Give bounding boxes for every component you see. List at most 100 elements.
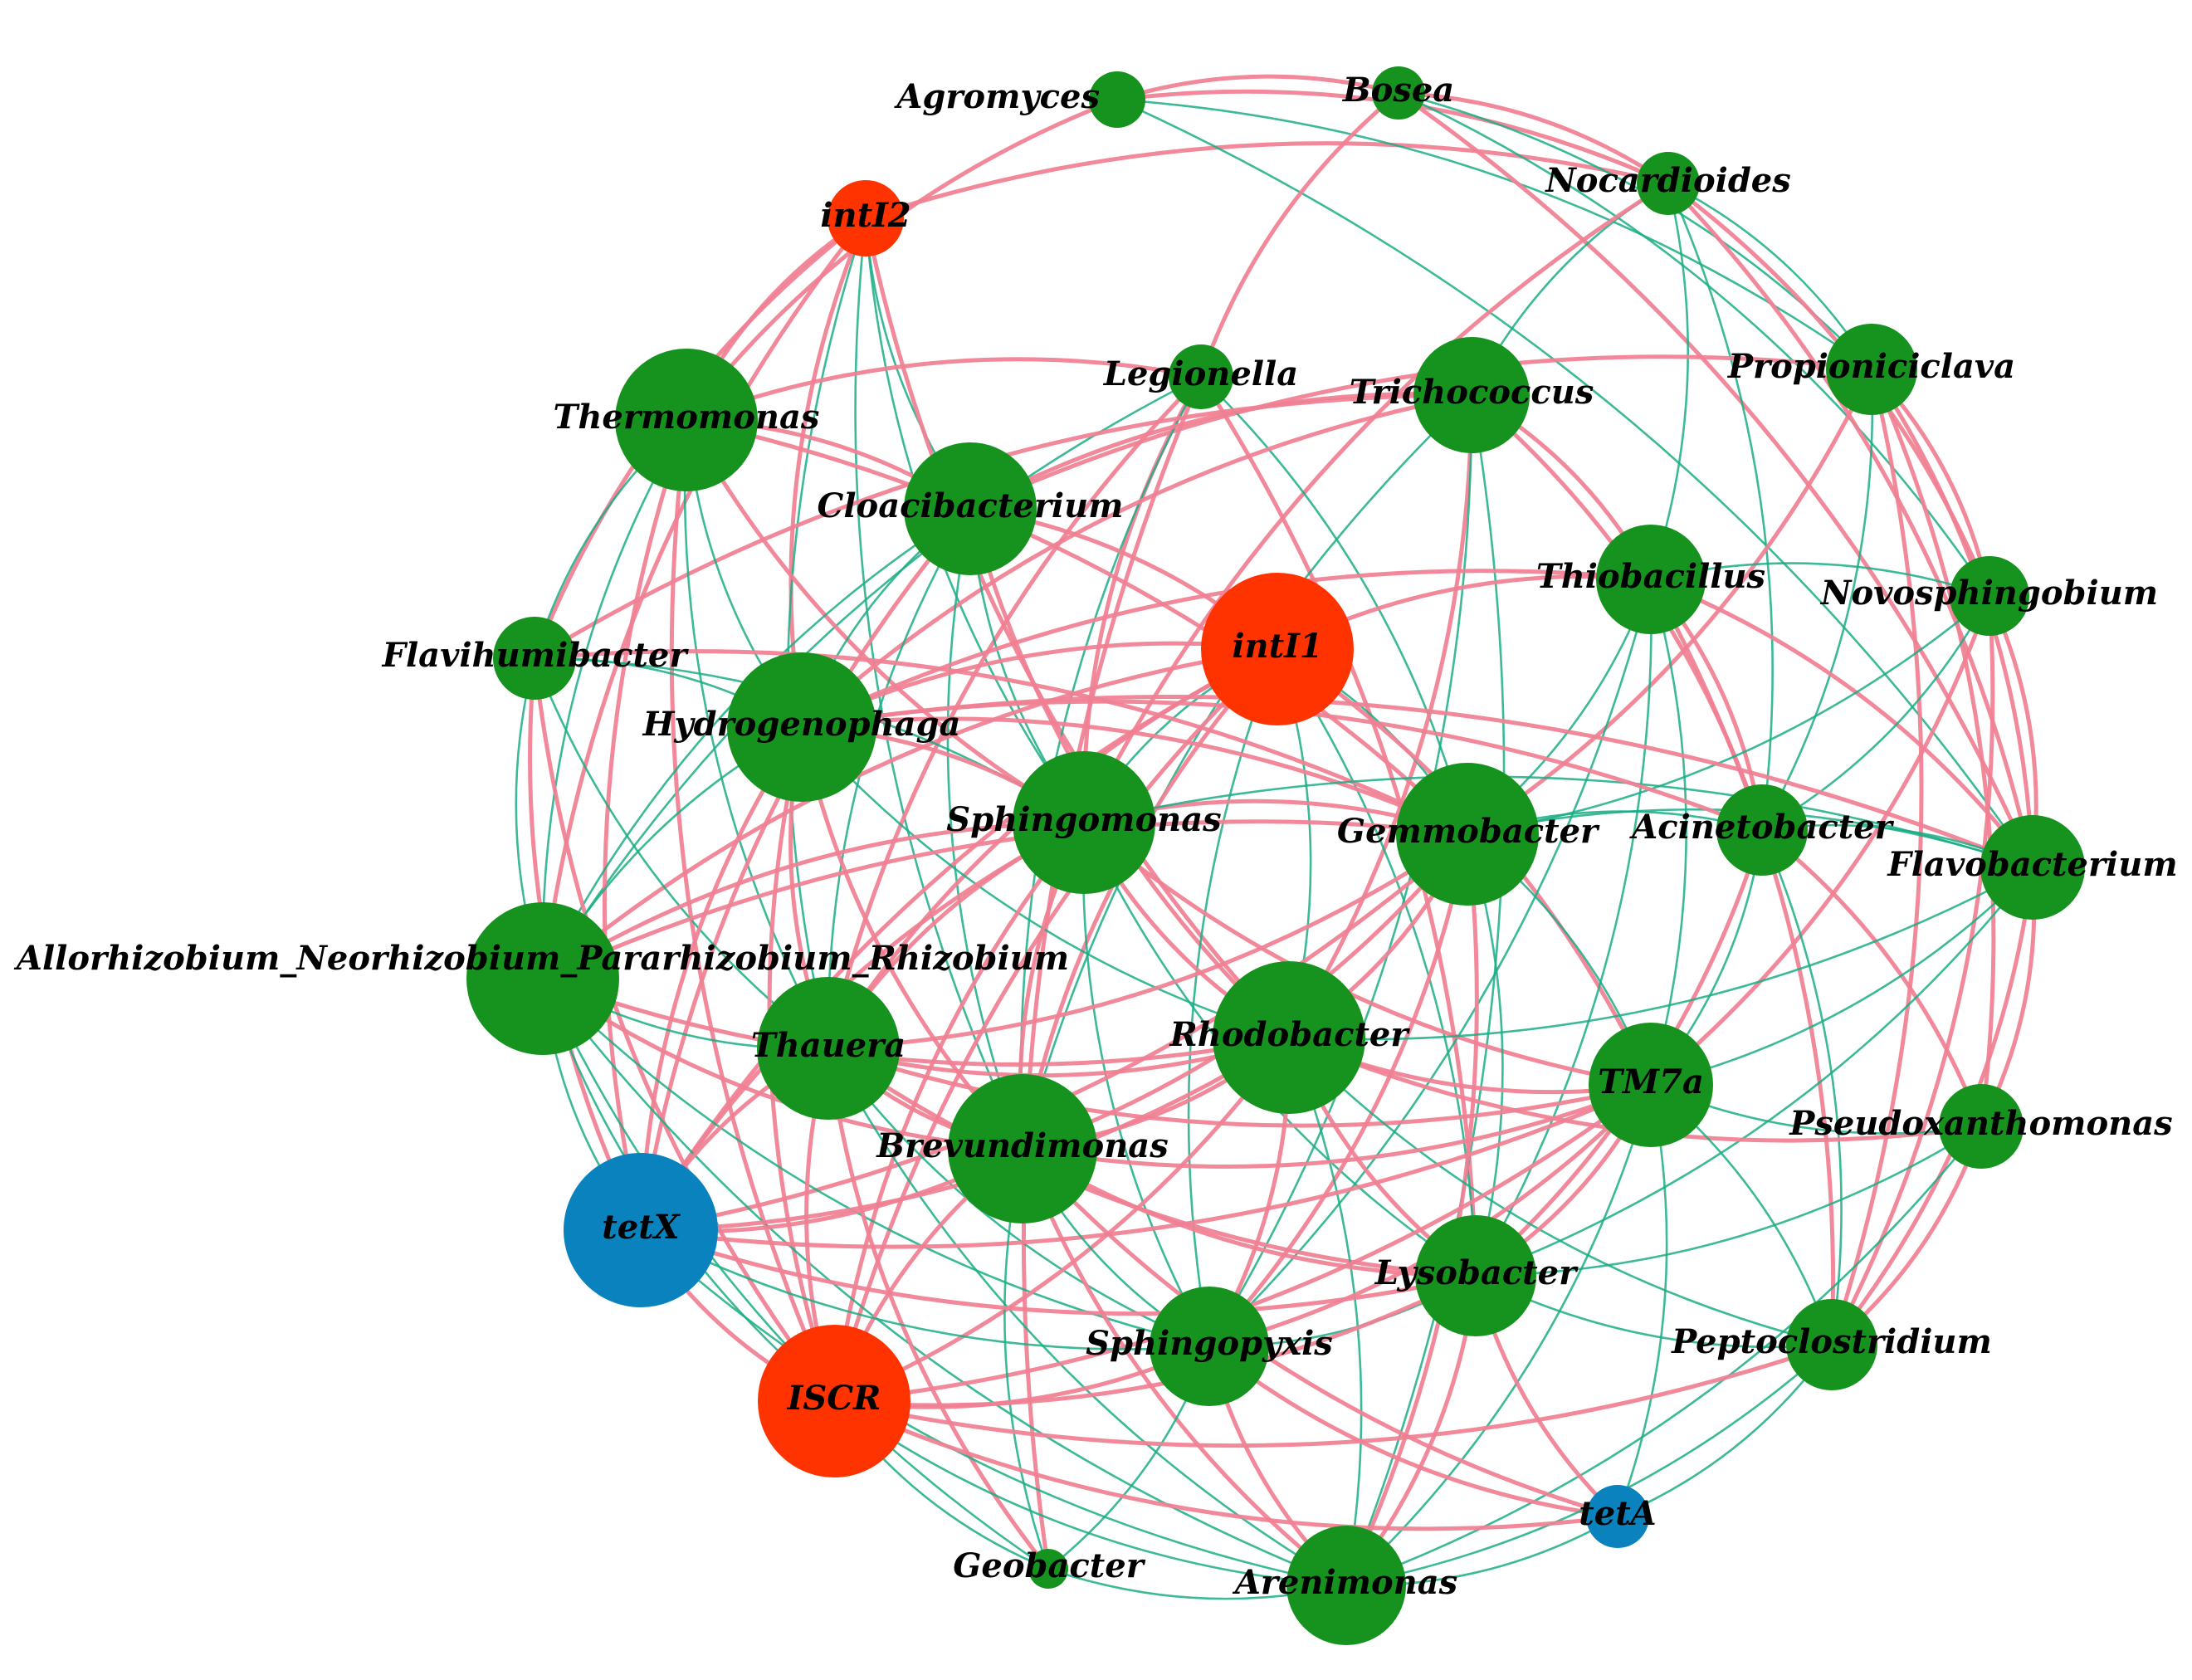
edge-pseudoxanthomonas-arenimonas: [1345, 1126, 1983, 1587]
edge-propioniciclava-peptoclostridium: [1829, 369, 1924, 1345]
edge-sphingomonas-sphingopyxis: [1081, 822, 1211, 1347]
edge-tm7a-arenimonas: [1345, 1084, 1653, 1586]
edge-sphingomonas-flavobacterium: [1083, 775, 2033, 869]
edge-novosphingobium-gemmobacter: [1467, 595, 1990, 836]
node-label-sphingopyxis: Sphingopyxis: [1086, 1324, 1333, 1363]
node-peptoclostridium[interactable]: [1786, 1299, 1877, 1390]
edge-thiobacillus-lysobacter: [1474, 579, 1653, 1277]
node-acinetobacter[interactable]: [1716, 784, 1808, 876]
node-flavobacterium[interactable]: [1980, 815, 2085, 920]
edge-iscr-tetA: [832, 1399, 1618, 1531]
node-lysobacter[interactable]: [1415, 1215, 1536, 1336]
node-label-legionella: Legionella: [1103, 354, 1298, 393]
edge-legionella-thermomonas: [686, 357, 1202, 422]
node-label-peptoclostridium: Peptoclostridium: [1671, 1322, 1992, 1361]
node-label-flavihumibacter: Flavihumibacter: [382, 636, 690, 675]
node-tm7a[interactable]: [1589, 1023, 1713, 1147]
edge-intI1-lysobacter: [1276, 648, 1477, 1277]
node-intI2[interactable]: [827, 180, 904, 256]
edge-thermomonas-allorhizobium: [541, 419, 688, 979]
node-sphingomonas[interactable]: [1013, 751, 1155, 894]
node-thermomonas[interactable]: [615, 349, 758, 491]
node-label-flavobacterium: Flavobacterium: [1887, 845, 2177, 884]
edge-thauera-tm7a: [827, 1046, 1652, 1128]
edge-acinetobacter-pseudoxanthomonas: [1760, 828, 1984, 1127]
edge-iscr-arenimonas: [833, 1399, 1347, 1587]
edge-rhodobacter-arenimonas: [1287, 1037, 1363, 1586]
edge-bosea-flavobacterium: [1397, 90, 2035, 869]
node-intI1[interactable]: [1201, 573, 1354, 725]
node-label-tm7a: TM7a: [1598, 1062, 1704, 1101]
node-legionella[interactable]: [1169, 344, 1233, 409]
edge-bosea-legionella: [1199, 91, 1400, 378]
edge-intI2-thauera: [786, 217, 867, 1049]
node-label-trichococcus: Trichococcus: [1350, 373, 1594, 412]
edge-nocardioides-thiobacillus: [1649, 183, 1689, 580]
node-thauera[interactable]: [757, 977, 900, 1120]
edge-flavobacterium-rhodobacter: [1288, 866, 2033, 1041]
node-novosphingobium[interactable]: [1950, 556, 2029, 636]
node-label-tetX: tetX: [602, 1208, 681, 1247]
node-brevundimonas[interactable]: [948, 1074, 1097, 1223]
node-sphingopyxis[interactable]: [1150, 1287, 1269, 1406]
node-label-pseudoxanthomonas: Pseudoxanthomonas: [1789, 1104, 2172, 1143]
node-pseudoxanthomonas[interactable]: [1939, 1084, 2024, 1169]
node-trichococcus[interactable]: [1413, 337, 1530, 453]
node-label-tetA: tetA: [1579, 1494, 1656, 1533]
node-label-allorhizobium: Allorhizobium_Neorhizobium_Pararhizobium…: [13, 939, 1069, 978]
node-label-agromyces: Agromyces: [893, 77, 1100, 116]
edge-tm7a-tetX: [640, 1082, 1653, 1249]
node-gemmobacter[interactable]: [1396, 763, 1539, 906]
node-allorhizobium[interactable]: [466, 902, 619, 1055]
edge-agromyces-thermomonas: [685, 97, 1118, 422]
node-iscr[interactable]: [758, 1325, 910, 1477]
node-label-thermomonas: Thermomonas: [554, 398, 820, 437]
edge-pseudoxanthomonas-lysobacter: [1475, 1125, 1982, 1277]
node-agromyces[interactable]: [1089, 71, 1145, 128]
edge-trichococcus-brevundimonas: [1021, 394, 1472, 1150]
edge-allorhizobium-rhodobacter: [542, 976, 1290, 1067]
node-hydrogenophaga[interactable]: [727, 652, 876, 802]
node-label-sphingomonas: Sphingomonas: [946, 800, 1221, 839]
edge-gemmobacter-allorhizobium: [541, 819, 1468, 981]
node-label-novosphingobium: Novosphingobium: [1819, 574, 2158, 613]
node-label-gemmobacter: Gemmobacter: [1337, 812, 1600, 851]
node-propioniciclava[interactable]: [1826, 324, 1917, 415]
edge-novosphingobium-tm7a: [1649, 595, 1992, 1087]
edge-thiobacillus-tm7a: [1649, 579, 1687, 1086]
edge-thiobacillus-sphingopyxis: [1208, 579, 1653, 1347]
node-label-thiobacillus: Thiobacillus: [1536, 557, 1765, 596]
edge-propioniciclava-gemmobacter: [1466, 368, 1874, 837]
edge-trichococcus-sphingopyxis: [1208, 394, 1473, 1347]
node-flavihumibacter[interactable]: [493, 617, 576, 700]
node-tetX[interactable]: [564, 1153, 718, 1307]
edge-intI1-allorhizobium: [541, 647, 1278, 980]
edge-nocardioides-novosphingobium: [1667, 181, 1992, 597]
node-arenimonas[interactable]: [1286, 1526, 1406, 1645]
edge-intI2-nocardioides: [865, 141, 1669, 221]
node-cloacibacterium[interactable]: [904, 442, 1037, 575]
edge-agromyces-bosea: [1116, 74, 1399, 102]
node-label-cloacibacterium: Cloacibacterium: [817, 486, 1123, 525]
node-label-nocardioides: Nocardioides: [1544, 161, 1791, 200]
node-label-bosea: Bosea: [1342, 71, 1454, 110]
edge-tm7a-iscr: [833, 1082, 1653, 1404]
node-label-thauera: Thauera: [751, 1026, 906, 1065]
node-bosea[interactable]: [1372, 66, 1425, 120]
edge-trichococcus-rhodobacter: [1286, 394, 1474, 1039]
edge-trichococcus-cloacibacterium: [969, 392, 1472, 511]
node-thiobacillus[interactable]: [1596, 525, 1706, 634]
edge-legionella-geobacter: [1021, 376, 1203, 1570]
edge-tm7a-brevundimonas: [1022, 1082, 1652, 1169]
edge-peptoclostridium-iscr: [833, 1342, 1833, 1448]
node-geobacter[interactable]: [1028, 1549, 1068, 1589]
edge-thermomonas-tetX: [602, 419, 689, 1231]
node-tetA[interactable]: [1586, 1485, 1649, 1548]
edge-trichococcus-arenimonas: [1345, 394, 1506, 1586]
edge-thermomonas-thauera: [683, 419, 830, 1049]
node-label-acinetobacter: Acinetobacter: [1628, 808, 1894, 847]
edge-allorhizobium-geobacter: [541, 978, 1049, 1570]
node-rhodobacter[interactable]: [1213, 961, 1365, 1114]
node-nocardioides[interactable]: [1637, 152, 1700, 215]
